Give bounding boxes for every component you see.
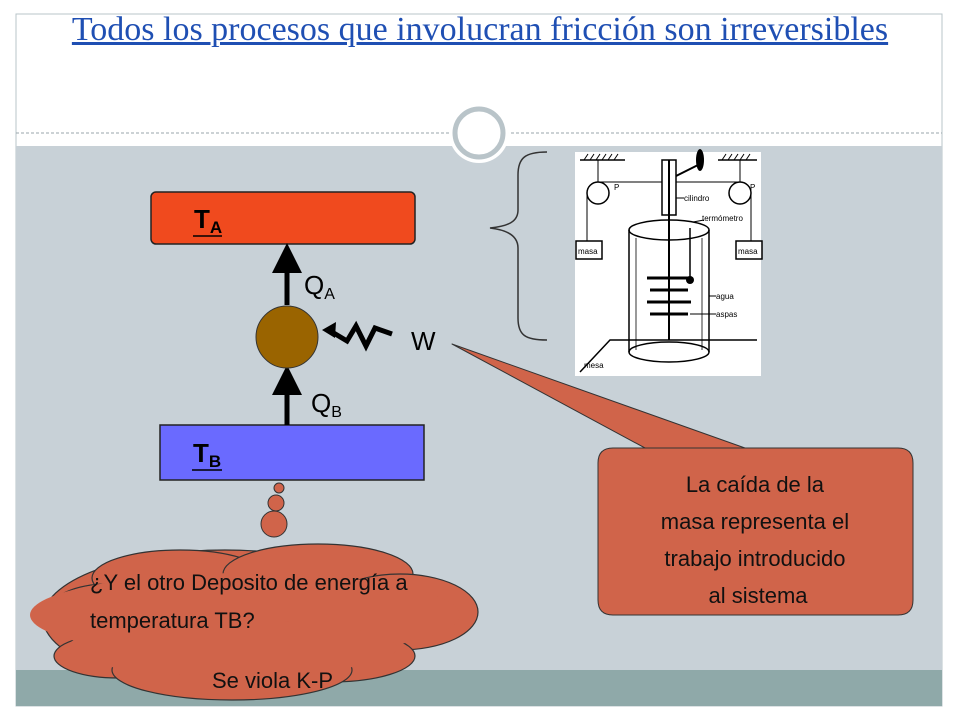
work-squiggle — [330, 320, 393, 352]
termometro-label: termómetro — [702, 214, 743, 223]
cold-reservoir-label: TB — [193, 438, 221, 471]
engine-circle — [255, 305, 319, 369]
pulley-left-label: P — [614, 183, 619, 192]
thought-cloud-conclusion: Se viola K-P — [212, 668, 333, 693]
ring-icon — [452, 106, 506, 160]
mesa-label: mesa — [584, 361, 604, 370]
thought-cloud — [30, 543, 479, 701]
masa-right-label: masa — [738, 247, 758, 256]
work-arrowhead — [322, 322, 336, 338]
thought-dot-2 — [267, 494, 285, 512]
thought-cloud-text: ¿Y el otro Deposito de energía a tempera… — [90, 570, 414, 633]
aspas-label: aspas — [716, 310, 737, 319]
callout-bubble — [451, 343, 914, 616]
curly-brace — [489, 151, 548, 341]
work-label: W — [411, 326, 436, 356]
masa-left-label: masa — [578, 247, 598, 256]
hot-reservoir — [150, 191, 416, 245]
callout-text: La caída de la masa representa el trabaj… — [661, 472, 855, 608]
agua-label: agua — [716, 292, 734, 301]
heat-bottom-label: QB — [311, 388, 342, 421]
pulley-right-label: P — [750, 183, 755, 192]
ring-outer — [449, 103, 509, 163]
thought-dot-1 — [273, 482, 285, 494]
cold-reservoir — [159, 424, 425, 481]
slide-title: Todos los procesos que involucran fricci… — [71, 11, 889, 48]
hot-reservoir-label: TA — [194, 204, 222, 237]
thought-dot-3 — [260, 510, 288, 538]
cilindro-label: cilindro — [684, 194, 710, 203]
joule-apparatus-illustration: P P masa masa cilindro — [575, 149, 763, 376]
heat-top-label: QA — [304, 270, 335, 303]
